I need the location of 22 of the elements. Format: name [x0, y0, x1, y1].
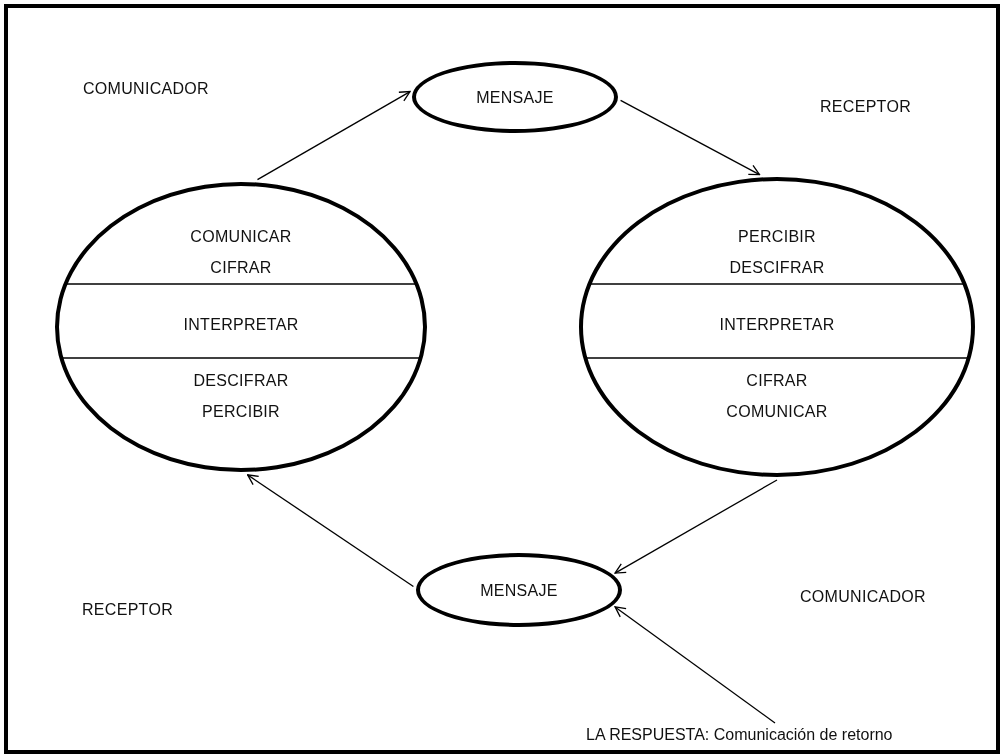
role-label: COMUNICADOR	[800, 588, 926, 606]
node-text: INTERPRETAR	[718, 314, 836, 335]
node-text: MENSAJE	[475, 87, 555, 108]
arrow	[619, 99, 761, 176]
role-label: COMUNICADOR	[83, 80, 209, 98]
role-label: RECEPTOR	[820, 98, 911, 116]
node-text: PERCIBIR DESCIFRAR	[728, 227, 826, 278]
role-label: RECEPTOR	[82, 601, 173, 619]
arrow	[256, 90, 411, 181]
message-ellipse	[412, 61, 618, 133]
node-text: MENSAJE	[479, 580, 559, 601]
arrow	[614, 606, 776, 724]
caption-text: LA RESPUESTA: Comunicación de retorno	[586, 726, 893, 744]
message-ellipse	[416, 553, 622, 627]
process-ellipse	[579, 177, 975, 477]
node-text: DESCIFRAR PERCIBIR	[192, 371, 290, 422]
node-text: CIFRAR COMUNICAR	[725, 371, 829, 422]
arrow	[246, 474, 415, 588]
node-text: INTERPRETAR	[182, 314, 300, 335]
node-text: COMUNICAR CIFRAR	[189, 227, 293, 278]
arrow	[614, 479, 778, 574]
process-ellipse	[55, 182, 427, 472]
